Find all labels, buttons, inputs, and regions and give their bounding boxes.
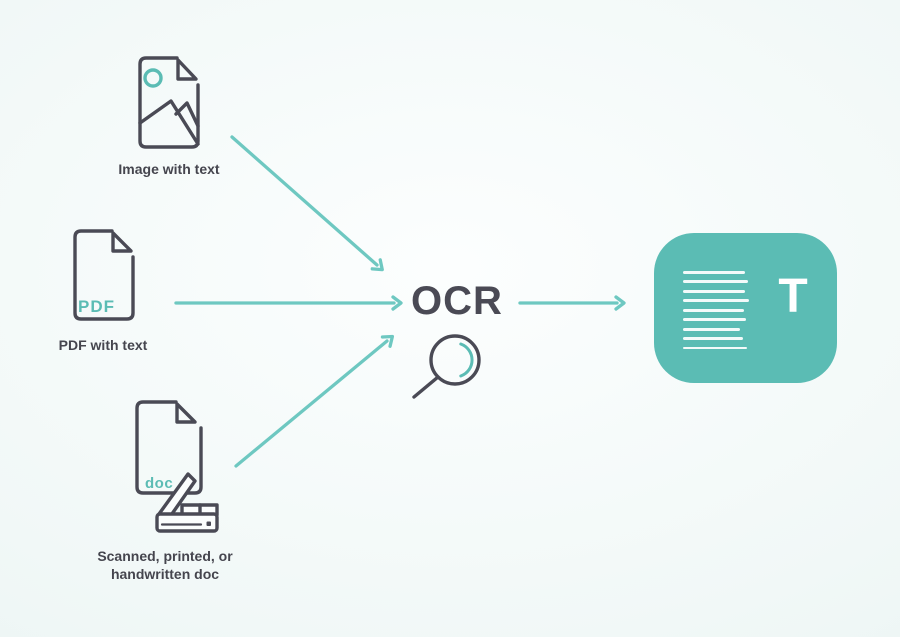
- arrow-image-to-ocr: [230, 135, 384, 272]
- output-text-block: T: [654, 233, 837, 383]
- input-image-label: Image with text: [118, 161, 220, 177]
- arrow-doc-to-ocr: [234, 334, 395, 468]
- scanned-doc-icon: doc: [135, 400, 219, 533]
- ocr-title: OCR: [411, 279, 503, 323]
- extracted-text-lines: [683, 271, 749, 356]
- image-with-text-icon: [138, 56, 200, 149]
- input-pdf-label: PDF with text: [58, 337, 148, 353]
- magnifier-icon: [412, 334, 481, 399]
- pdf-file-icon: PDF: [73, 229, 135, 321]
- output-letter: T: [778, 270, 808, 323]
- input-scanned-label-line1: Scanned, printed, or: [97, 548, 233, 564]
- input-scanned-label: Scanned, printed, or handwritten doc: [70, 547, 260, 583]
- scanner-body: [155, 512, 219, 533]
- pdf-icon-text: PDF: [78, 297, 115, 316]
- input-scanned-label-line2: handwritten doc: [110, 566, 220, 582]
- doc-icon-text: doc: [145, 475, 173, 492]
